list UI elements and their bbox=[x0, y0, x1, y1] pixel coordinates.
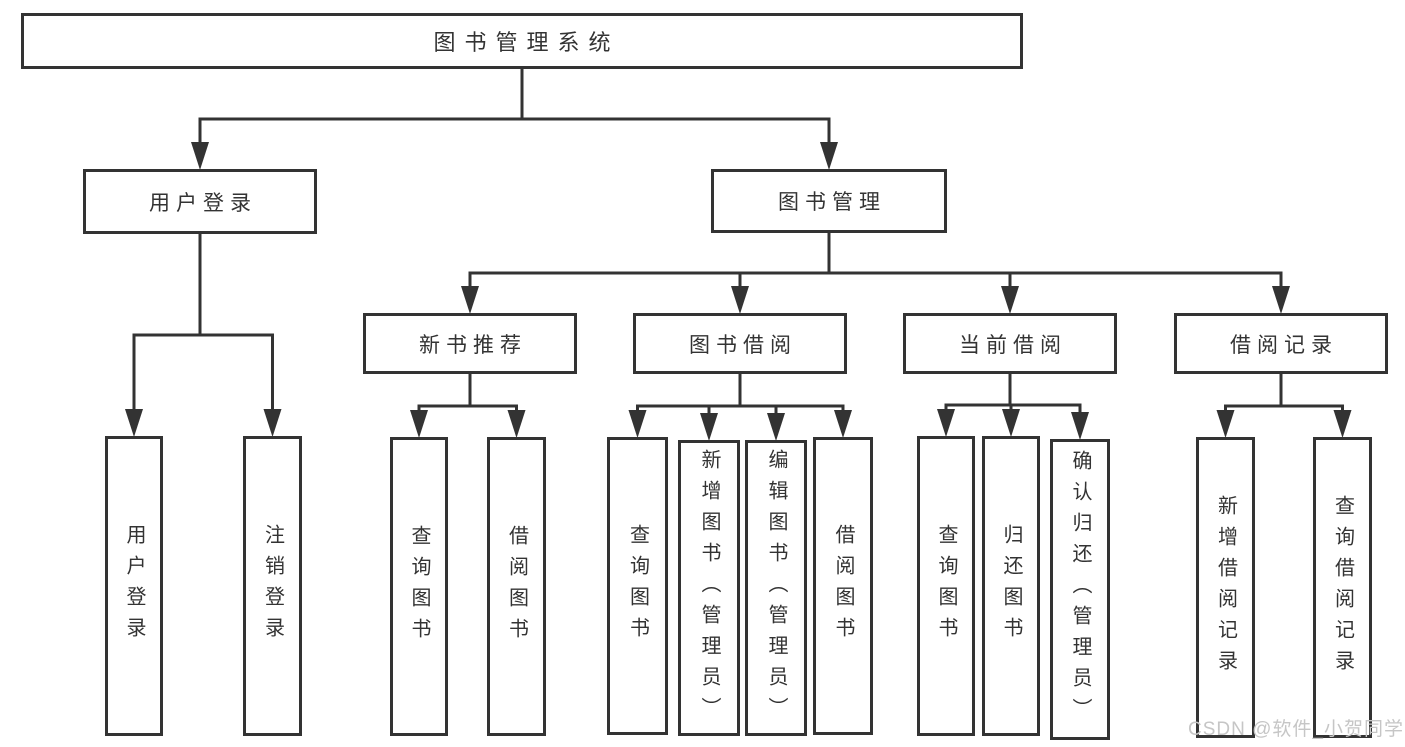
node-new-book-rec: 新书推荐 bbox=[363, 313, 577, 374]
arrowhead-icon bbox=[700, 413, 718, 441]
arrowhead-icon bbox=[125, 409, 143, 437]
arrowhead-icon bbox=[1333, 410, 1352, 438]
node-leaf-add-book: 新增图书（管理员） bbox=[678, 440, 740, 736]
node-label-book-mgmt: 图书管理 bbox=[778, 191, 886, 214]
node-leaf-borrow-book-1: 借阅图书 bbox=[487, 437, 546, 736]
node-label-leaf-borrow-book-2: 借阅图书 bbox=[832, 524, 854, 648]
node-root: 图书管理系统 bbox=[21, 13, 1023, 69]
arrowhead-icon bbox=[461, 286, 479, 314]
node-book-mgmt: 图书管理 bbox=[711, 169, 947, 233]
node-leaf-query-book-3: 查询图书 bbox=[917, 436, 975, 736]
arrowhead-icon bbox=[191, 142, 209, 170]
node-label-new-book-rec: 新书推荐 bbox=[419, 333, 527, 357]
node-label-user-login: 用户登录 bbox=[149, 191, 257, 215]
arrowhead-icon bbox=[410, 410, 428, 438]
node-label-leaf-query-book-1: 查询图书 bbox=[408, 524, 430, 649]
node-leaf-logout: 注销登录 bbox=[243, 436, 302, 736]
node-leaf-edit-book: 编辑图书（管理员） bbox=[745, 440, 807, 736]
node-leaf-return-book: 归还图书 bbox=[982, 436, 1040, 736]
node-label-leaf-query-book-3: 查询图书 bbox=[935, 524, 957, 648]
arrowhead-icon bbox=[263, 409, 282, 437]
node-leaf-query-book-1: 查询图书 bbox=[390, 437, 448, 736]
arrowhead-icon bbox=[1272, 286, 1290, 314]
node-borrow-records: 借阅记录 bbox=[1174, 313, 1388, 374]
node-book-borrow: 图书借阅 bbox=[633, 313, 847, 374]
arrowhead-icon bbox=[767, 413, 785, 441]
node-label-leaf-edit-book: 编辑图书（管理员） bbox=[765, 448, 787, 728]
node-label-leaf-return-book: 归还图书 bbox=[1000, 524, 1022, 648]
arrowhead-icon bbox=[507, 410, 526, 438]
node-label-leaf-confirm-ret: 确认归还（管理员） bbox=[1069, 450, 1091, 729]
arrowhead-icon bbox=[1001, 286, 1019, 314]
node-label-borrow-records: 借阅记录 bbox=[1230, 333, 1338, 357]
arrowhead-icon bbox=[731, 286, 749, 314]
arrowhead-icon bbox=[834, 410, 852, 438]
arrowhead-icon bbox=[1216, 410, 1235, 438]
arrowhead-icon bbox=[937, 409, 955, 437]
node-label-book-borrow: 图书借阅 bbox=[689, 333, 797, 357]
node-leaf-borrow-book-2: 借阅图书 bbox=[813, 437, 873, 735]
node-label-leaf-add-book: 新增图书（管理员） bbox=[698, 448, 720, 728]
node-label-leaf-logout: 注销登录 bbox=[261, 524, 284, 648]
node-label-leaf-query-book-2: 查询图书 bbox=[626, 524, 649, 648]
arrowhead-icon bbox=[1002, 409, 1020, 437]
node-label-leaf-borrow-book-1: 借阅图书 bbox=[505, 524, 528, 649]
node-leaf-user-login: 用户登录 bbox=[105, 436, 163, 736]
node-leaf-add-record: 新增借阅记录 bbox=[1196, 437, 1255, 738]
node-label-leaf-add-record: 新增借阅记录 bbox=[1214, 494, 1237, 681]
node-leaf-query-book-2: 查询图书 bbox=[607, 437, 668, 735]
arrowhead-icon bbox=[820, 142, 838, 170]
node-leaf-query-record: 查询借阅记录 bbox=[1313, 437, 1372, 738]
arrowhead-icon bbox=[628, 410, 647, 438]
node-current-borrow: 当前借阅 bbox=[903, 313, 1117, 374]
node-leaf-confirm-ret: 确认归还（管理员） bbox=[1050, 439, 1110, 740]
csdn-watermark: CSDN @软件_小贺同学 bbox=[1188, 719, 1404, 740]
node-label-leaf-query-record: 查询借阅记录 bbox=[1331, 494, 1354, 681]
node-user-login: 用户登录 bbox=[83, 169, 317, 234]
node-label-current-borrow: 当前借阅 bbox=[959, 333, 1067, 357]
arrowhead-icon bbox=[1071, 412, 1089, 440]
node-label-leaf-user-login: 用户登录 bbox=[123, 524, 145, 648]
node-label-root: 图书管理系统 bbox=[433, 30, 620, 55]
